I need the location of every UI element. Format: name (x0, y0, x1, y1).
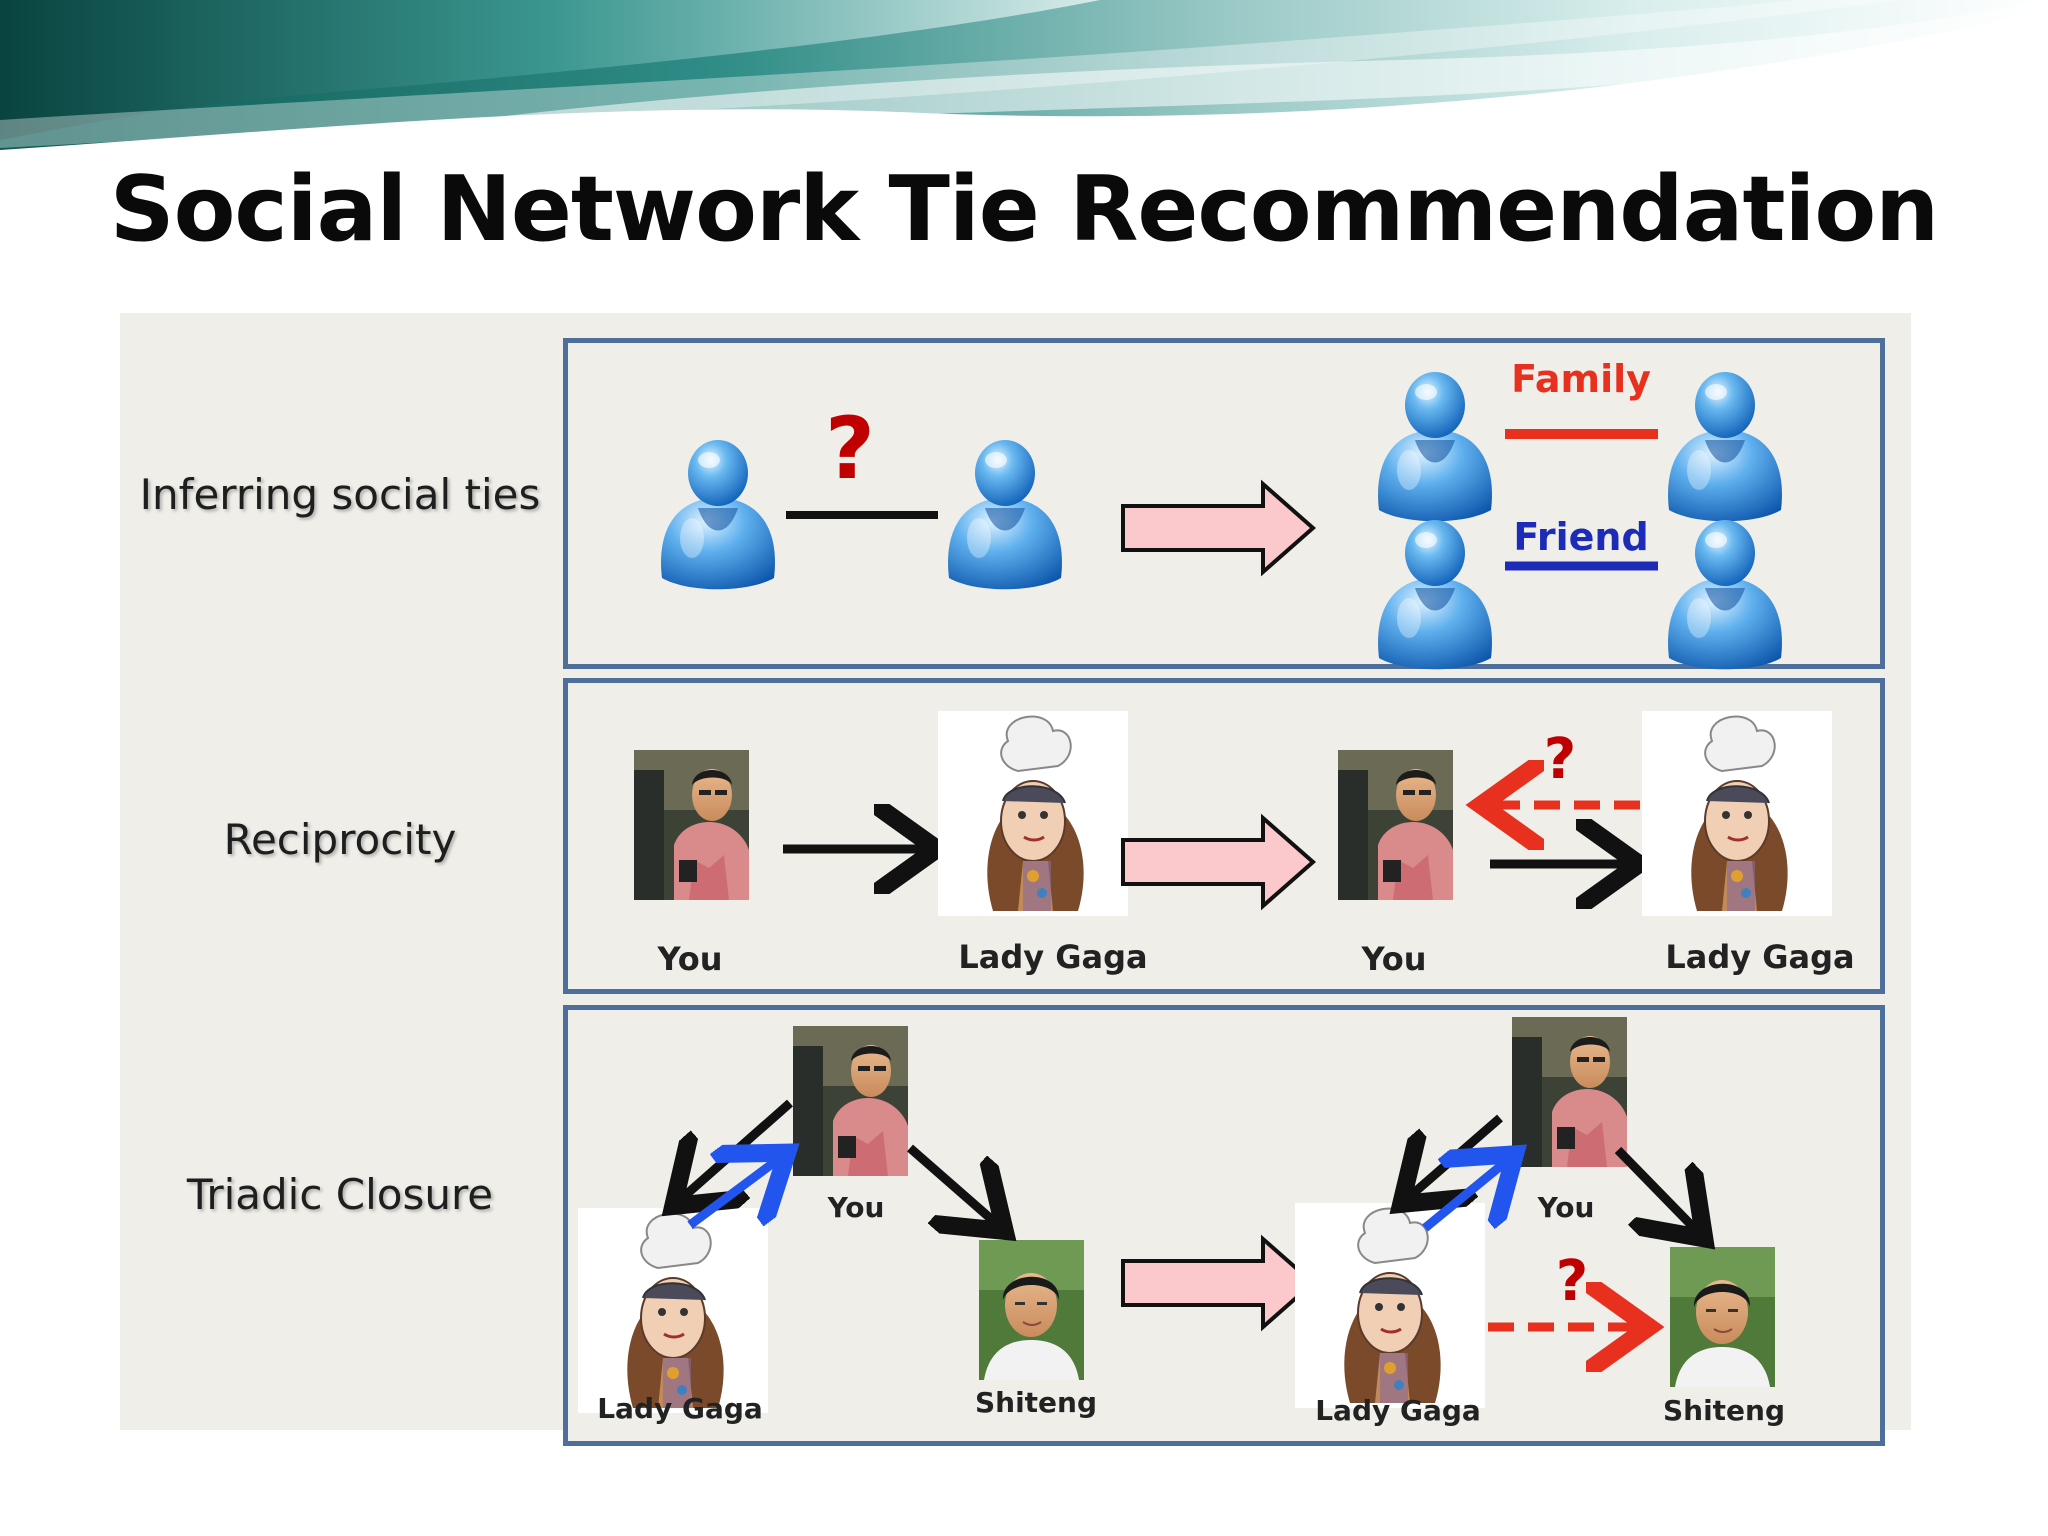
row-label-reciprocity: Reciprocity (223, 815, 457, 864)
panel-triadic (563, 1005, 1885, 1446)
row-label-triadic: Triadic Closure (186, 1170, 494, 1219)
panel-reciprocity (563, 678, 1885, 994)
header-banner (0, 0, 2048, 150)
panel-inferring (563, 338, 1885, 669)
row-label-inferring: Inferring social ties (139, 470, 541, 519)
slide-title: Social Network Tie Recommendation (109, 157, 1939, 262)
